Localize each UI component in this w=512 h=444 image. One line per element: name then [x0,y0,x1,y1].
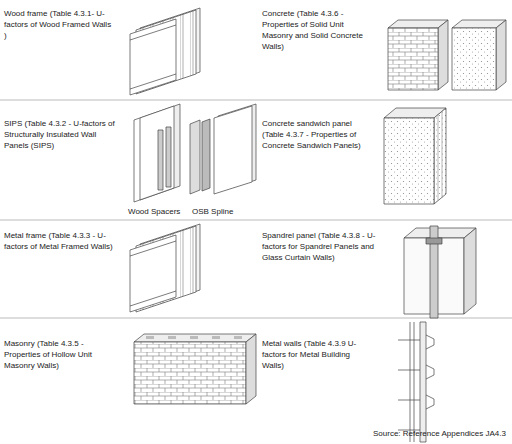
sips-panel [134,104,180,202]
metal-frame-wall [130,224,200,312]
wall-type-caption: Masonry (Table 4.3.5 - Properties of Hol… [4,338,116,371]
wood-frame-wall [130,8,200,95]
solid-concrete-wall [452,20,506,90]
source-note: Source: Reference Appendices JA4.3 [300,428,506,439]
part-label: Wood Spacers [128,206,188,217]
metal-building-wall [398,322,434,442]
wall-type-caption: SIPS (Table 4.3.2 - U-factors of Structu… [4,118,116,151]
wall-type-caption: Metal walls (Table 4.3.9 U-factors for M… [262,338,374,371]
part-label: OSB Spline [192,206,242,217]
hollow-masonry-wall [134,334,256,404]
wall-type-caption: Concrete sandwich panel (Table 4.3.7 - P… [262,118,374,151]
wall-type-caption: Metal frame (Table 4.3.3 - U-factors of … [4,230,116,252]
osb-spline [190,119,210,194]
concrete-sandwich-panel [384,108,446,204]
spandrel-panel [404,226,476,318]
wall-type-caption: Wood frame (Table 4.3.1- U-factors of Wo… [4,8,116,41]
solid-masonry-wall [388,20,448,90]
row-divider [0,100,512,318]
wall-type-caption: Concrete (Table 4.3.6 - Properties of So… [262,8,374,52]
sips-panel-right [214,104,256,194]
wall-type-caption: Spandrel panel (Table 4.3.8 - U-factors … [262,230,380,263]
